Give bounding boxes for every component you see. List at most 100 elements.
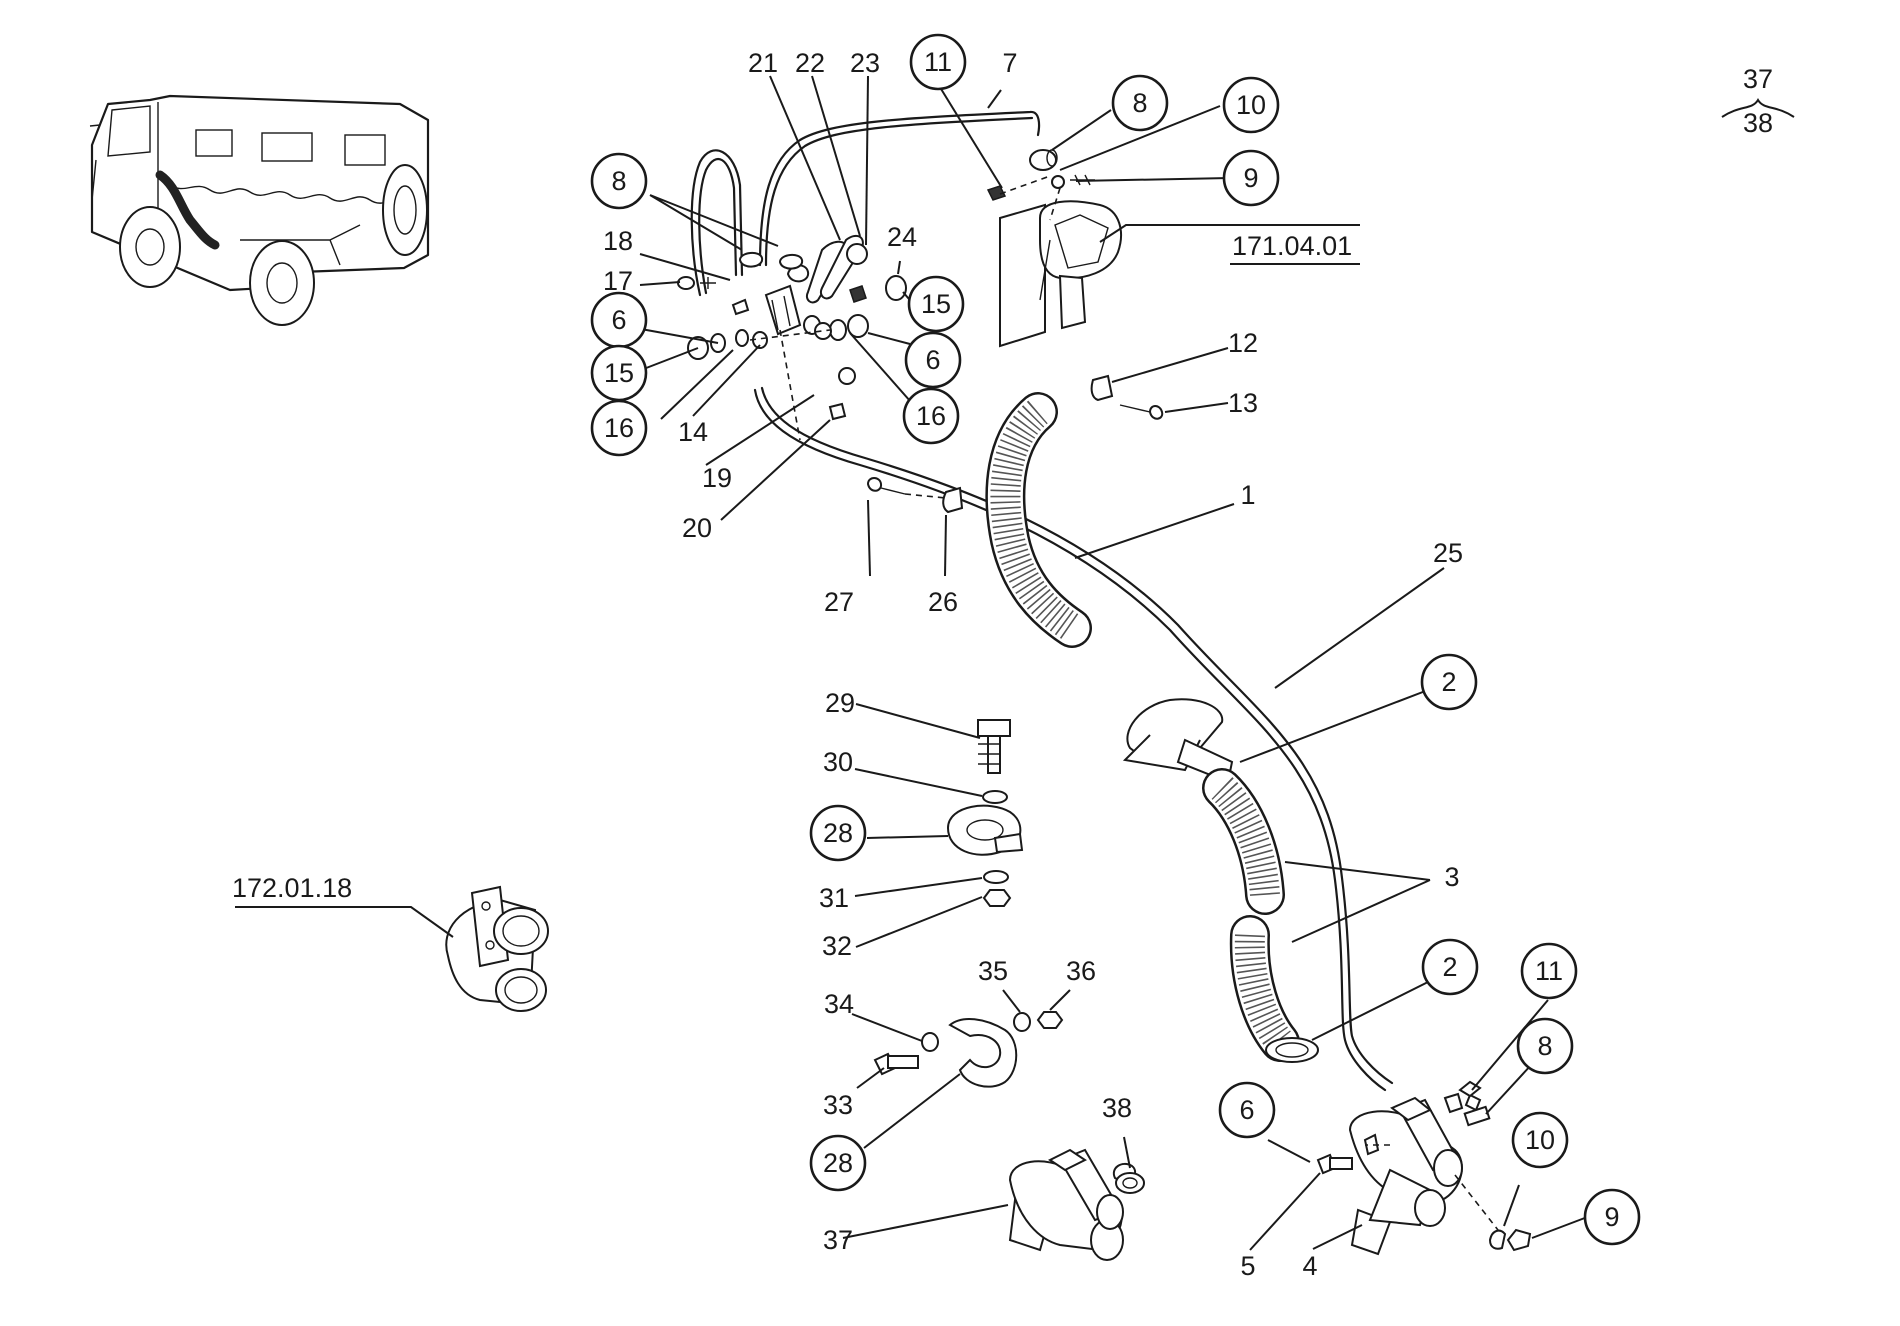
callout-number: 21 xyxy=(748,48,778,78)
callout-12: 12 xyxy=(1228,328,1258,358)
reference-171-04-01: 171.04.01 xyxy=(1232,231,1352,261)
hose-3 xyxy=(1202,768,1319,1063)
callout-number: 33 xyxy=(823,1090,853,1120)
group-label-top: 37 xyxy=(1743,64,1773,94)
cable-clips xyxy=(866,374,1164,514)
callout-number: 8 xyxy=(1537,1031,1552,1061)
callout-6-circled: 6 xyxy=(904,331,962,389)
callout-9-circled: 9 xyxy=(1222,149,1280,207)
callout-number: 37 xyxy=(823,1225,853,1255)
callout-16-circled: 16 xyxy=(590,399,648,457)
callout-circle xyxy=(1222,149,1280,207)
callout-15-circled: 15 xyxy=(907,275,965,333)
callout-number: 30 xyxy=(823,747,853,777)
callout-number: 10 xyxy=(1236,90,1266,120)
callout-16-circled: 16 xyxy=(902,387,960,445)
callout-31: 31 xyxy=(819,883,849,913)
clamp-stack-lower xyxy=(873,1011,1064,1088)
callout-4: 4 xyxy=(1302,1251,1317,1281)
callout-22: 22 xyxy=(795,48,825,78)
leader-lines xyxy=(235,75,1591,1251)
callout-26: 26 xyxy=(928,587,958,617)
callout-27: 27 xyxy=(824,587,854,617)
callout-circle xyxy=(590,399,648,457)
callout-6-circled: 6 xyxy=(1218,1081,1276,1139)
callout-number: 29 xyxy=(825,688,855,718)
callout-number: 10 xyxy=(1525,1125,1555,1155)
callout-circle xyxy=(1218,1081,1276,1139)
callout-number: 11 xyxy=(1535,956,1563,986)
lever-assembly xyxy=(677,234,907,441)
callout-38: 38 xyxy=(1102,1093,1132,1123)
callout-11-circled: 11 xyxy=(1520,942,1578,1000)
control-cable-upper xyxy=(690,110,1041,297)
callout-number: 28 xyxy=(823,818,853,848)
control-cable-lower xyxy=(753,386,1394,1092)
callout-number: 18 xyxy=(603,226,633,256)
callout-number: 14 xyxy=(678,417,708,447)
callout-35: 35 xyxy=(978,956,1008,986)
callout-number: 8 xyxy=(1132,88,1147,118)
callout-number: 15 xyxy=(921,289,951,319)
callout-circle xyxy=(1420,653,1478,711)
callout-number: 35 xyxy=(978,956,1008,986)
callout-circle xyxy=(909,33,967,91)
callout-number: 9 xyxy=(1604,1202,1619,1232)
callout-32: 32 xyxy=(822,931,852,961)
callout-number: 5 xyxy=(1240,1251,1255,1281)
callout-37: 37 xyxy=(823,1225,853,1255)
callout-number: 22 xyxy=(795,48,825,78)
callout-number: 20 xyxy=(682,513,712,543)
callout-29: 29 xyxy=(825,688,855,718)
callout-9-circled: 9 xyxy=(1583,1188,1641,1246)
callout-number: 16 xyxy=(916,401,946,431)
callout-number: 8 xyxy=(611,166,626,196)
callout-1: 1 xyxy=(1240,480,1255,510)
callout-circle xyxy=(809,804,867,862)
callout-number: 13 xyxy=(1228,388,1258,418)
callout-circle xyxy=(809,1134,867,1192)
callout-circle xyxy=(902,387,960,445)
callout-circle xyxy=(907,275,965,333)
callout-13: 13 xyxy=(1228,388,1258,418)
callout-number: 2 xyxy=(1442,952,1457,982)
twin-pipe-172 xyxy=(445,885,549,1012)
hose-1 xyxy=(985,392,1092,648)
callout-number: 23 xyxy=(850,48,880,78)
callout-24: 24 xyxy=(887,222,917,252)
callout-10-circled: 10 xyxy=(1511,1111,1569,1169)
callout-number: 34 xyxy=(824,989,854,1019)
callout-23: 23 xyxy=(850,48,880,78)
callout-7: 7 xyxy=(1002,48,1017,78)
group-label-bottom: 38 xyxy=(1743,108,1773,138)
callout-18: 18 xyxy=(603,226,633,256)
callout-number: 2 xyxy=(1441,667,1456,697)
callout-number: 12 xyxy=(1228,328,1258,358)
reference-172-01-18: 172.01.18 xyxy=(232,873,352,903)
callout-33: 33 xyxy=(823,1090,853,1120)
callout-circle xyxy=(1111,74,1169,132)
callout-number: 1 xyxy=(1240,480,1255,510)
callout-8-circled: 8 xyxy=(1516,1017,1574,1075)
callout-28-circled: 28 xyxy=(809,1134,867,1192)
callout-circle xyxy=(1511,1111,1569,1169)
callout-21: 21 xyxy=(748,48,778,78)
callout-6-circled: 6 xyxy=(590,291,648,349)
callout-2-circled: 2 xyxy=(1420,653,1478,711)
callout-number: 31 xyxy=(819,883,849,913)
vehicle-thumbnail xyxy=(89,94,430,326)
callout-number: 36 xyxy=(1066,956,1096,986)
tee-connector-37 xyxy=(1008,1148,1145,1261)
callout-circle xyxy=(1421,938,1479,996)
callout-20: 20 xyxy=(682,513,712,543)
callout-number: 32 xyxy=(822,931,852,961)
callout-30: 30 xyxy=(823,747,853,777)
callout-number: 16 xyxy=(604,413,634,443)
callout-number: 6 xyxy=(1239,1095,1254,1125)
callout-number: 28 xyxy=(823,1148,853,1178)
callout-8-circled: 8 xyxy=(1111,74,1169,132)
callout-circle xyxy=(1583,1188,1641,1246)
callout-circle xyxy=(904,331,962,389)
tee-connector-4 xyxy=(1316,1080,1532,1256)
